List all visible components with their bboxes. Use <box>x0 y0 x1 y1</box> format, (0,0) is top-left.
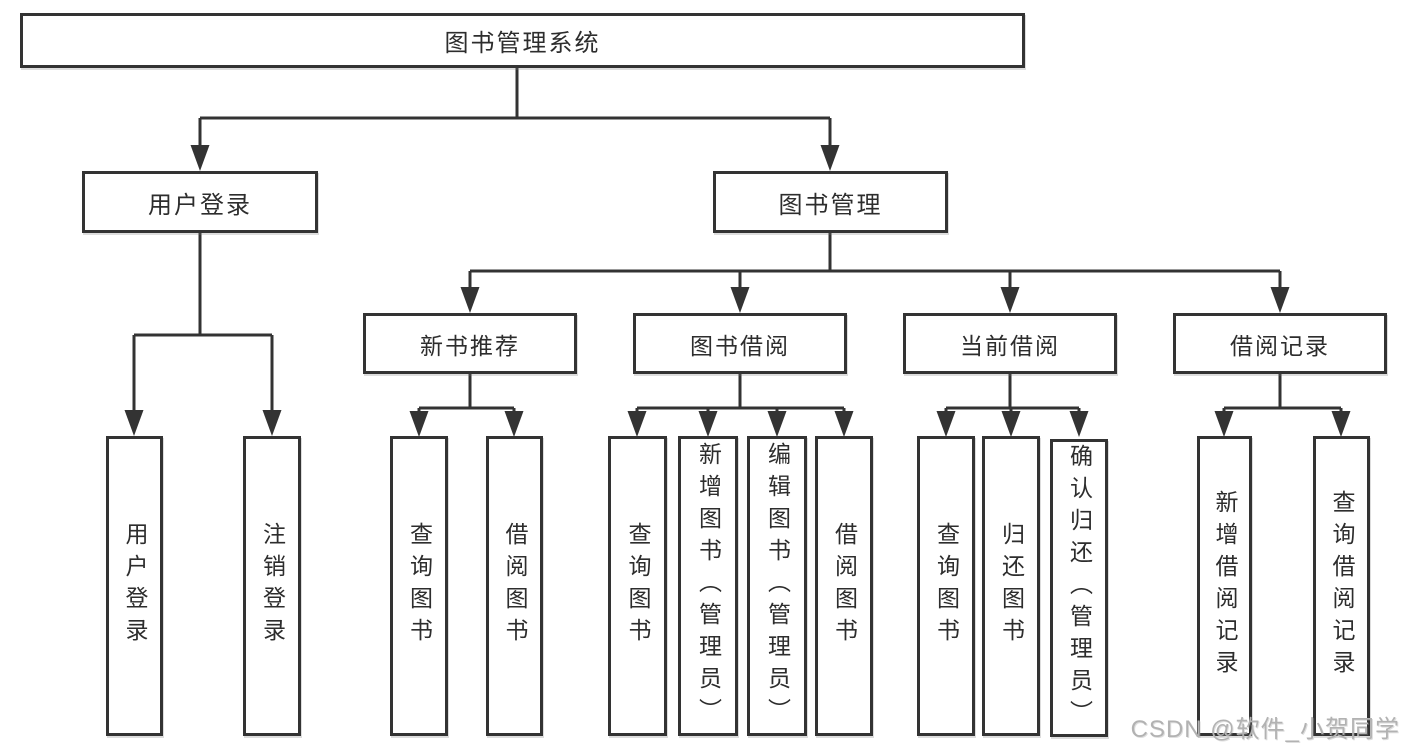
leaf-edit-book-admin-label: 编辑图书（管理员） <box>764 442 791 730</box>
leaf-query-borrow-record: 查询借阅记录 <box>1313 436 1370 736</box>
leaf-add-book-admin-label: 新增图书（管理员） <box>695 442 722 730</box>
leaf-query-borrow-record-label: 查询借阅记录 <box>1329 490 1355 682</box>
node-book-borrow: 图书借阅 <box>633 313 847 374</box>
leaf-add-borrow-record: 新增借阅记录 <box>1197 436 1252 736</box>
node-root-label: 图书管理系统 <box>444 30 601 57</box>
leaf-borrow-books: 借阅图书 <box>815 436 873 736</box>
leaf-logout-label: 注销登录 <box>259 522 286 650</box>
node-current-borrow: 当前借阅 <box>903 313 1117 374</box>
node-new-book-recommend-label: 新书推荐 <box>420 332 520 359</box>
node-user-login: 用户登录 <box>82 171 318 233</box>
leaf-query-books-current: 查询图书 <box>917 436 975 736</box>
leaf-borrow-books-recommend-label: 借阅图书 <box>502 522 528 650</box>
leaf-confirm-return-admin: 确认归还（管理员） <box>1050 439 1108 737</box>
leaf-confirm-return-admin-label: 确认归还（管理员） <box>1066 444 1093 732</box>
leaf-query-books-recommend-label: 查询图书 <box>406 522 433 650</box>
node-book-management: 图书管理 <box>713 171 948 233</box>
leaf-return-book: 归还图书 <box>982 436 1040 736</box>
leaf-query-books-recommend: 查询图书 <box>390 436 448 736</box>
leaf-edit-book-admin: 编辑图书（管理员） <box>747 436 807 736</box>
leaf-logout: 注销登录 <box>243 436 301 736</box>
watermark-text: CSDN @软件_小贺同学 <box>1130 716 1400 743</box>
leaf-user-login: 用户登录 <box>106 436 163 736</box>
leaf-borrow-books-label: 借阅图书 <box>831 522 858 650</box>
leaf-add-book-admin: 新增图书（管理员） <box>678 436 738 736</box>
node-current-borrow-label: 当前借阅 <box>960 332 1060 359</box>
leaf-user-login-label: 用户登录 <box>122 522 148 650</box>
node-book-borrow-label: 图书借阅 <box>690 332 790 359</box>
leaf-query-books-current-label: 查询图书 <box>933 522 960 650</box>
leaf-query-books-borrow: 查询图书 <box>608 436 667 736</box>
leaf-return-book-label: 归还图书 <box>998 522 1025 650</box>
node-root: 图书管理系统 <box>20 13 1025 68</box>
leaf-borrow-books-recommend: 借阅图书 <box>486 436 543 736</box>
node-new-book-recommend: 新书推荐 <box>363 313 577 374</box>
leaf-add-borrow-record-label: 新增借阅记录 <box>1212 490 1238 682</box>
node-user-login-label: 用户登录 <box>148 191 252 219</box>
node-book-management-label: 图书管理 <box>778 191 883 219</box>
node-borrow-records: 借阅记录 <box>1173 313 1387 374</box>
node-borrow-records-label: 借阅记录 <box>1230 332 1330 359</box>
leaf-query-books-borrow-label: 查询图书 <box>625 522 651 650</box>
